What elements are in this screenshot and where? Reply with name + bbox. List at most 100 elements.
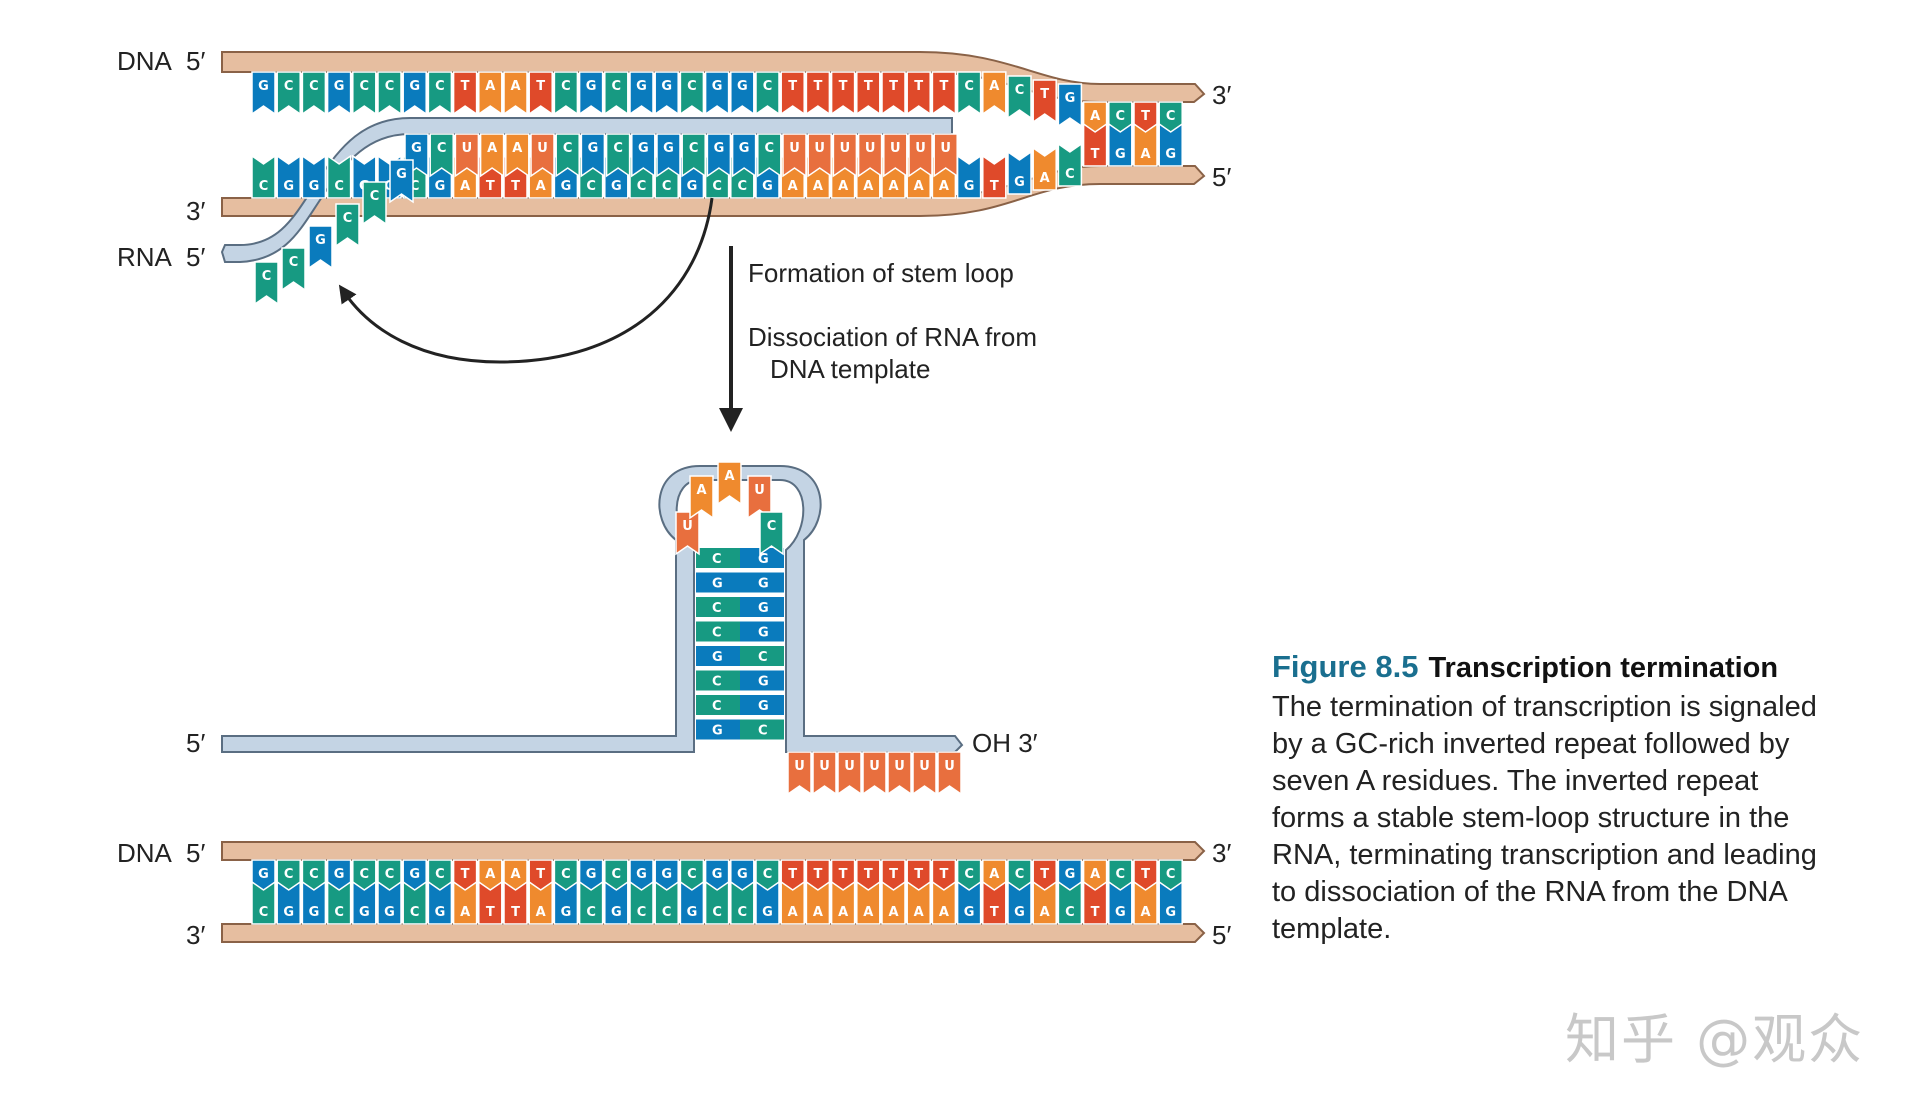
duplex-bottom-base-G: G: [956, 880, 982, 925]
svg-text:A: A: [813, 905, 823, 920]
rna-hybrid-base-A: A: [479, 133, 505, 178]
poly-u-base-U: U: [812, 751, 837, 796]
top-strand-base-G: G: [730, 71, 755, 116]
rna-exit-base-G: G: [308, 225, 333, 270]
rna-exit-base-C: C: [281, 247, 306, 292]
dna-label-top: DNA: [117, 46, 173, 76]
svg-text:U: U: [754, 483, 765, 498]
duplex-bottom-base-A: A: [830, 880, 856, 925]
svg-text:T: T: [889, 79, 898, 94]
poly-u-base-U: U: [837, 751, 862, 796]
svg-text:C: C: [765, 141, 775, 156]
svg-text:C: C: [758, 724, 768, 739]
five-prime-label: 5′: [1212, 920, 1231, 950]
duplex-bottom-base-T: T: [982, 880, 1007, 925]
svg-text:A: A: [863, 905, 873, 920]
duplex-bottom-base-G: G: [679, 880, 705, 925]
svg-text:C: C: [410, 905, 420, 920]
svg-text:T: T: [990, 905, 999, 920]
svg-text:U: U: [682, 519, 693, 534]
duplex-bottom-base-G: G: [352, 880, 377, 925]
svg-text:T: T: [839, 867, 848, 882]
svg-text:G: G: [758, 675, 769, 690]
svg-text:A: A: [460, 179, 470, 194]
svg-text:G: G: [258, 867, 269, 882]
poly-u-base-U: U: [787, 751, 812, 796]
five-prime-label: 5′: [186, 838, 205, 868]
svg-text:T: T: [1040, 867, 1049, 882]
duplex-bottom-base-A: A: [452, 880, 478, 925]
svg-text:T: T: [864, 79, 873, 94]
duplex-bottom-base-T: T: [1082, 880, 1108, 925]
svg-text:C: C: [687, 867, 697, 882]
svg-text:T: T: [990, 179, 999, 194]
figure-title: Transcription termination: [1428, 652, 1779, 684]
svg-text:C: C: [613, 141, 623, 156]
rna-hybrid-base-U: U: [530, 133, 555, 178]
svg-text:G: G: [561, 905, 572, 920]
svg-text:C: C: [586, 179, 596, 194]
duplex-bottom-base-C: C: [704, 880, 730, 925]
rna-hybrid-base-A: A: [505, 133, 530, 178]
svg-text:T: T: [1091, 147, 1100, 162]
svg-text:C: C: [360, 79, 370, 94]
svg-text:G: G: [638, 141, 649, 156]
top-strand-base-C: C: [604, 71, 629, 116]
svg-text:G: G: [586, 79, 597, 94]
svg-text:U: U: [794, 759, 805, 774]
svg-text:G: G: [334, 867, 345, 882]
duplex-bottom-base-C: C: [730, 880, 755, 925]
rna-exit-base-C: C: [335, 203, 360, 248]
top-strand-base-C: C: [352, 71, 377, 116]
svg-text:A: A: [838, 179, 848, 194]
top-strand-base-G: G: [629, 71, 654, 116]
svg-text:G: G: [661, 79, 672, 94]
svg-text:G: G: [1014, 175, 1025, 190]
svg-text:T: T: [1091, 905, 1100, 920]
svg-text:C: C: [763, 867, 773, 882]
svg-text:T: T: [1141, 109, 1150, 124]
svg-text:C: C: [662, 179, 672, 194]
svg-text:T: T: [536, 867, 545, 882]
duplex-bottom-base-G: G: [377, 880, 402, 925]
rna-hybrid-base-U: U: [807, 133, 832, 178]
top-strand-base-C: C: [377, 71, 402, 116]
svg-text:A: A: [914, 179, 924, 194]
svg-text:G: G: [586, 867, 597, 882]
svg-text:G: G: [739, 141, 750, 156]
svg-text:G: G: [758, 601, 769, 616]
svg-text:C: C: [259, 905, 269, 920]
svg-text:G: G: [411, 141, 422, 156]
svg-text:A: A: [1040, 171, 1050, 186]
svg-text:G: G: [1115, 147, 1126, 162]
svg-text:T: T: [939, 79, 948, 94]
dna-bottom-duplex-top-backbone: [221, 841, 1206, 861]
svg-text:U: U: [919, 759, 930, 774]
svg-text:G: G: [712, 867, 723, 882]
svg-text:C: C: [612, 867, 622, 882]
bottom-strand-base-T: T: [1082, 122, 1108, 167]
svg-text:A: A: [888, 179, 898, 194]
svg-text:G: G: [588, 141, 599, 156]
svg-text:G: G: [1165, 147, 1176, 162]
poly-u-base-U: U: [912, 751, 937, 796]
svg-text:G: G: [435, 905, 446, 920]
duplex-bottom-base-C: C: [326, 880, 352, 925]
top-strand-base-C: C: [956, 71, 982, 116]
top-strand-base-C: C: [276, 71, 301, 116]
top-strand-base-C: C: [301, 71, 327, 116]
duplex-bottom-base-C: C: [251, 880, 276, 925]
svg-text:C: C: [767, 519, 777, 534]
top-strand-base-G: G: [578, 71, 604, 116]
svg-text:A: A: [485, 79, 495, 94]
duplex-bottom-base-A: A: [1133, 880, 1158, 925]
svg-text:C: C: [262, 269, 272, 284]
svg-text:C: C: [586, 905, 596, 920]
svg-text:C: C: [1065, 905, 1075, 920]
svg-text:U: U: [894, 759, 905, 774]
duplex-bottom-base-A: A: [856, 880, 881, 925]
svg-text:C: C: [712, 626, 722, 641]
svg-text:T: T: [1040, 87, 1049, 102]
